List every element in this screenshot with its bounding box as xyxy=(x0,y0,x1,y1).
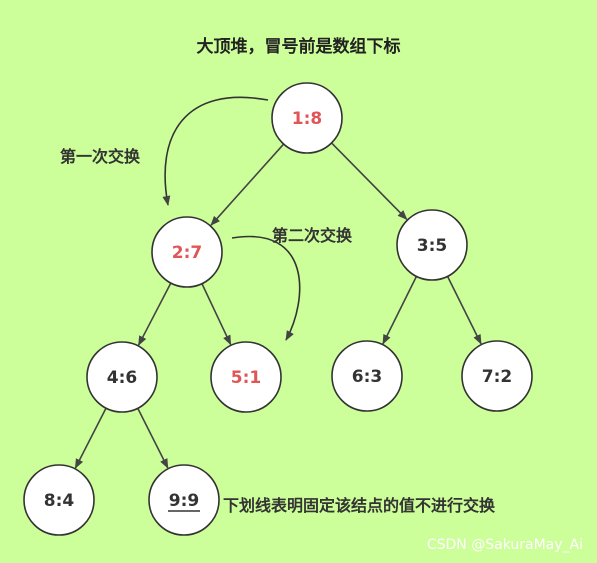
node-circle xyxy=(331,340,403,412)
node-circle xyxy=(86,341,158,413)
tree-node-7-2: 7:2 xyxy=(461,340,533,412)
node-label: 5:1 xyxy=(231,368,261,388)
tree-node-1-8: 1:8 xyxy=(271,82,343,154)
tree-node-4-6: 4:6 xyxy=(86,341,158,413)
node-label: 7:2 xyxy=(482,367,512,387)
edges-layer xyxy=(74,142,482,469)
nodes-layer: 1:8 2:7 3:5 4:6 5:1 6:3 7:2 8:4 9:9 xyxy=(23,82,533,536)
tree-node-8-4: 8:4 xyxy=(23,464,95,536)
second-swap-arrow xyxy=(231,235,301,341)
node-circle xyxy=(151,216,223,288)
tree-node-3-5: 3:5 xyxy=(396,209,468,281)
edge-n4-n8 xyxy=(74,407,107,469)
node-circle xyxy=(461,340,533,412)
tree-node-6-3: 6:3 xyxy=(331,340,403,412)
watermark: CSDN @SakuraMay_Ai xyxy=(426,537,583,553)
node-circle xyxy=(210,341,282,413)
node-circle xyxy=(271,82,343,154)
node-label: 1:8 xyxy=(292,109,322,129)
tree-node-2-7: 2:7 xyxy=(151,216,223,288)
node-label: 6:3 xyxy=(352,367,382,387)
edge-n1-n2 xyxy=(210,143,285,226)
first-swap-label: 第一次交换 xyxy=(60,147,141,166)
swap-arrows xyxy=(162,96,301,341)
node-circle xyxy=(23,464,95,536)
edge-n3-n6 xyxy=(382,275,418,345)
edge-n2-n4 xyxy=(137,282,172,346)
node-label: 2:7 xyxy=(172,243,202,263)
edge-n2-n5 xyxy=(201,283,232,346)
node-circle xyxy=(148,464,220,536)
edge-n1-n3 xyxy=(330,142,408,221)
node-label: 9:9 xyxy=(169,491,199,511)
node-label: 3:5 xyxy=(417,236,447,256)
second-swap-label: 第二次交换 xyxy=(272,226,353,245)
node-label: 4:6 xyxy=(107,368,137,388)
first-swap-arrow xyxy=(162,96,269,206)
diagram-title: 大顶堆，冒号前是数组下标 xyxy=(196,37,401,57)
tree-node-5-1: 5:1 xyxy=(210,341,282,413)
tree-node-9-9: 9:9 xyxy=(148,464,220,536)
underline-note: 下划线表明固定该结点的值不进行交换 xyxy=(223,496,496,515)
node-label: 8:4 xyxy=(44,491,75,511)
node-circle xyxy=(396,209,468,281)
edge-n4-n9 xyxy=(137,407,169,469)
edge-n3-n7 xyxy=(446,275,482,345)
